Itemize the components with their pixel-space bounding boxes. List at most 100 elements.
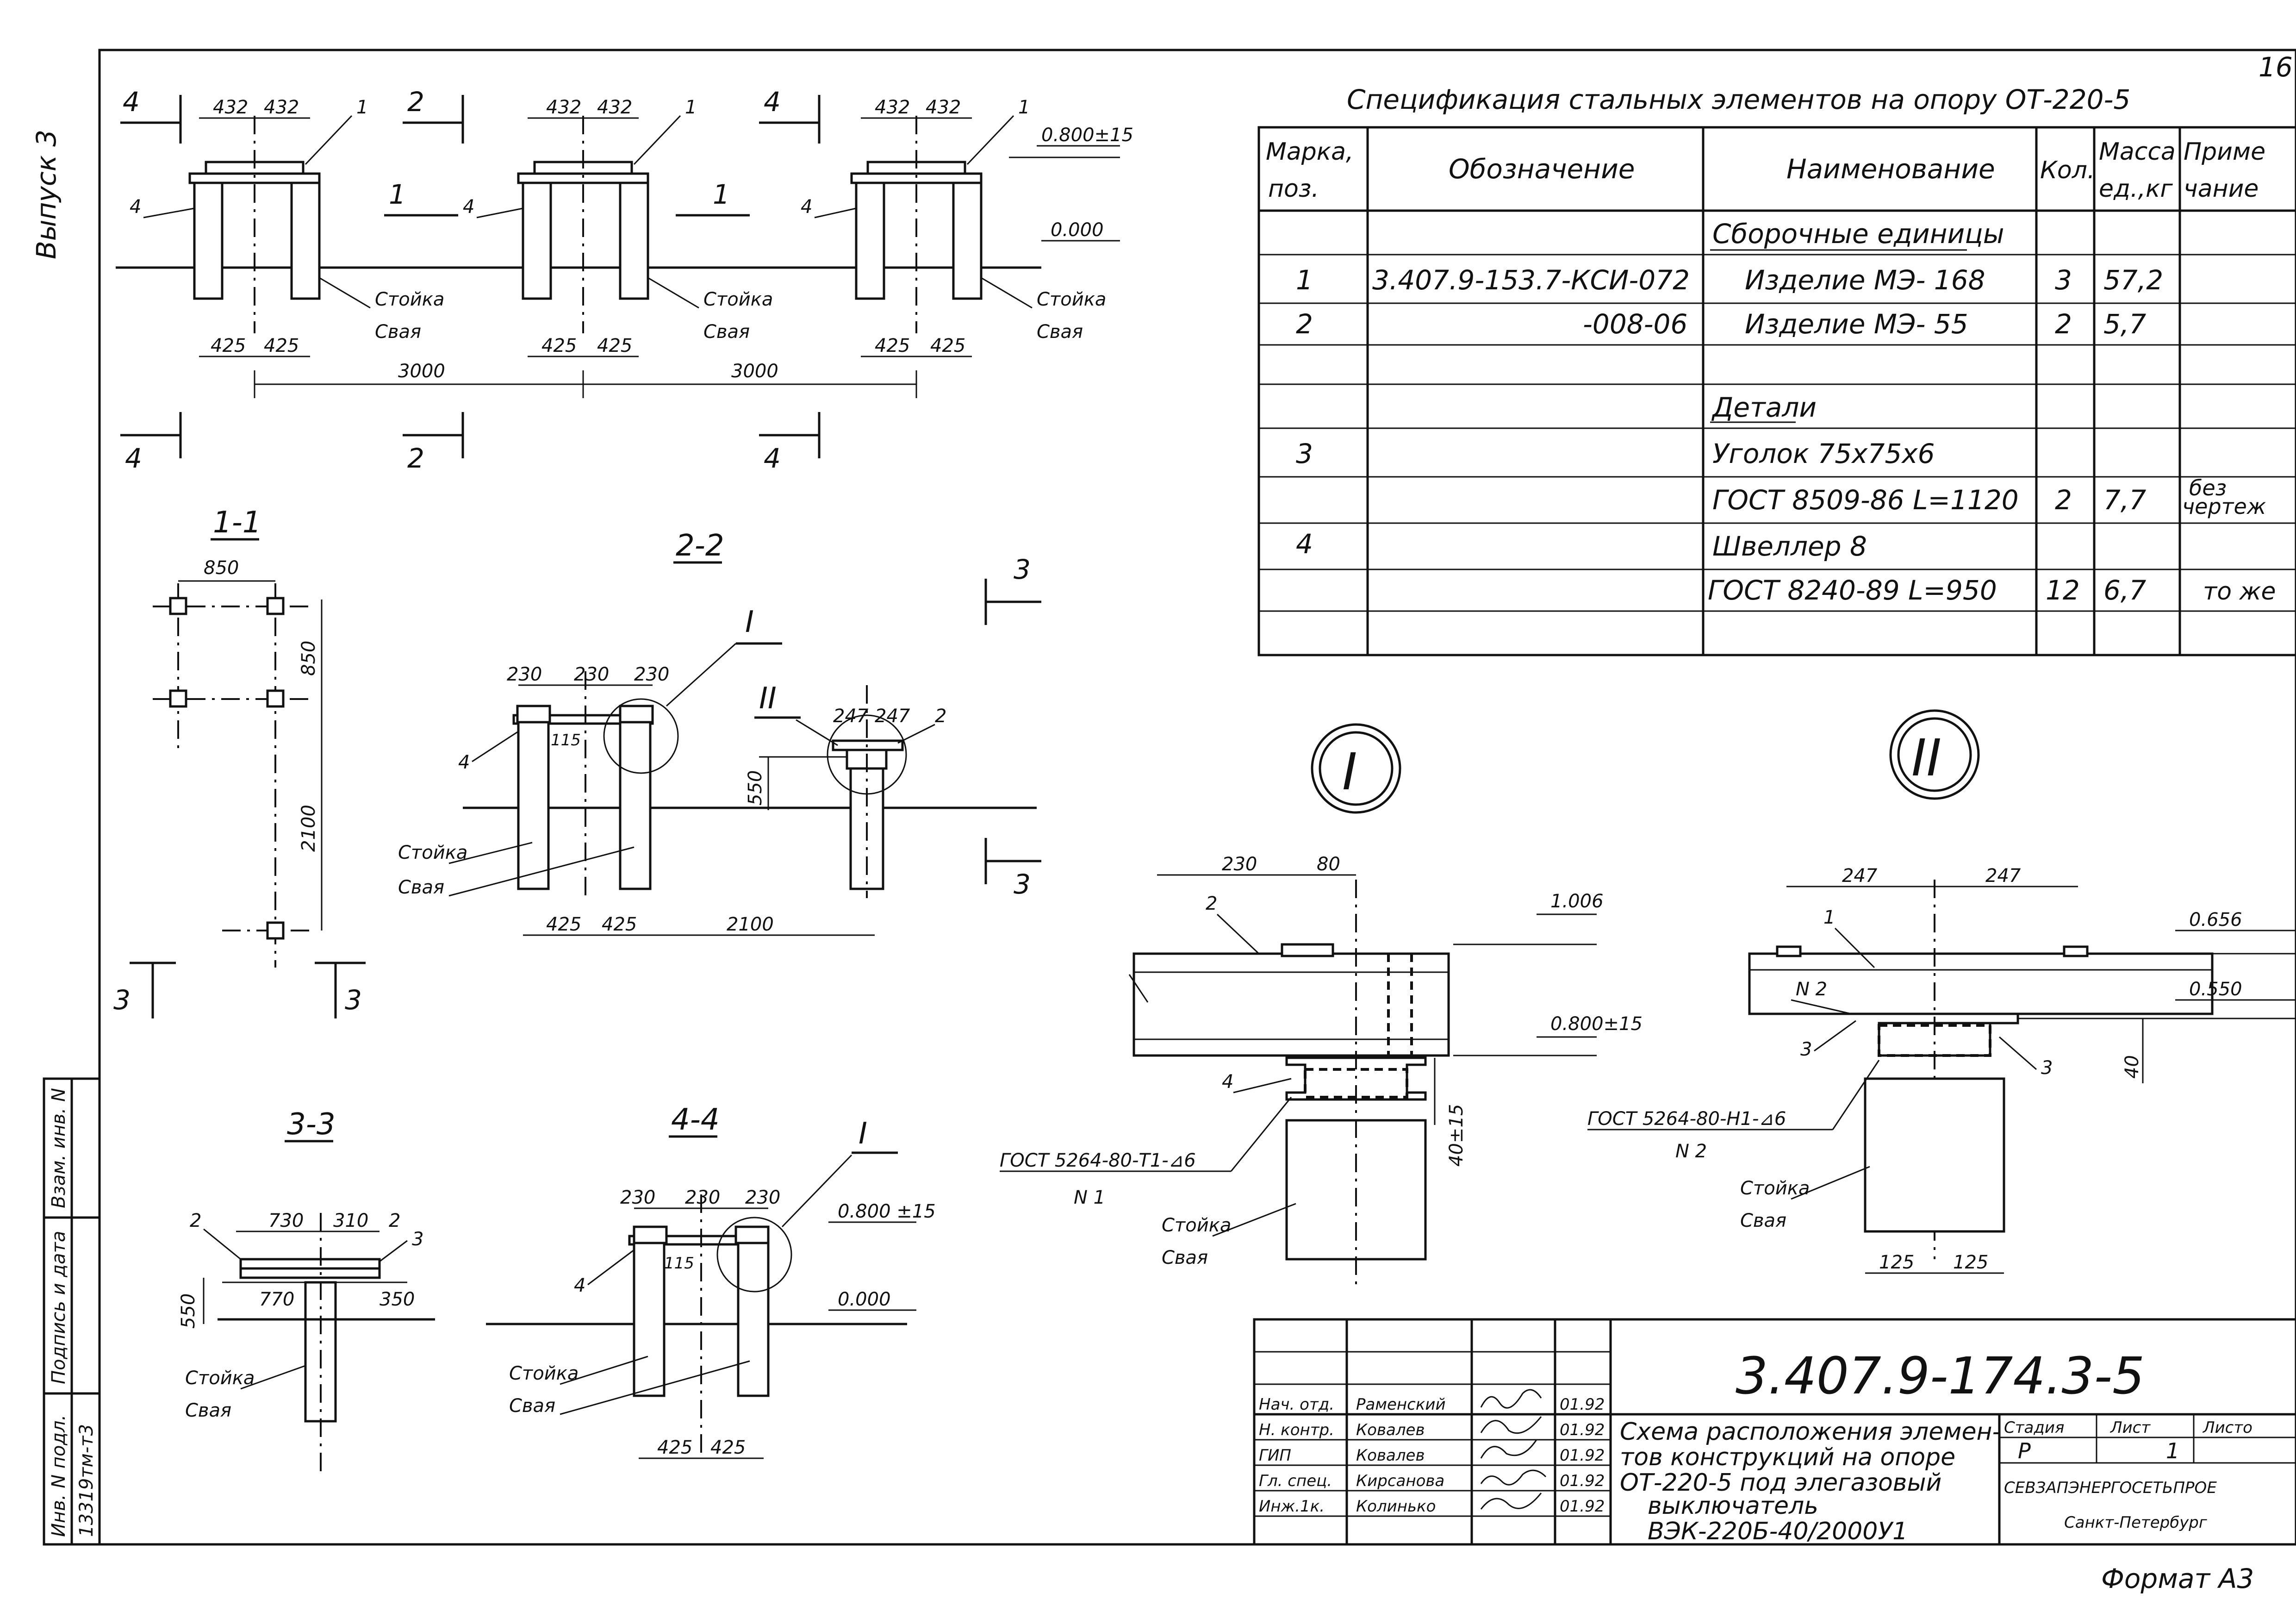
s44-dim-425a: 425 — [657, 1437, 692, 1458]
plan-dim-3000b: 3000 — [731, 361, 778, 382]
title-sheet-label: Лист — [2109, 1418, 2151, 1437]
spec-row-2-designation: -008-06 — [1583, 308, 1687, 340]
spec-header-qty: Кол. — [2040, 156, 2095, 184]
s44-mark-4: 4 — [574, 1275, 585, 1296]
signature-5 — [1480, 1493, 1542, 1510]
spec-row-8-qty: 12 — [2046, 575, 2080, 606]
spec-row-1-qty: 3 — [2055, 264, 2072, 296]
plan-label-stoika-3: Стойка — [1037, 289, 1106, 310]
s22-dim-425b: 425 — [602, 914, 637, 935]
node-I-weld-no: N 1 — [1074, 1187, 1105, 1208]
person-0-name: Раменский — [1356, 1395, 1446, 1414]
plan-dim-432b: 432 — [264, 97, 299, 118]
plan-unit-2: 432 432 425 425 1 4 Стойка Свая — [463, 97, 773, 357]
title-desc-1: Схема расположения элемен- — [1620, 1418, 2001, 1446]
person-1-date: 01.92 — [1560, 1421, 1605, 1439]
node-II-dim-125a: 125 — [1879, 1252, 1914, 1273]
plan-mark-1c: 1 — [1018, 97, 1030, 118]
title-sheets-label: Листо — [2202, 1418, 2252, 1437]
s33-label-svaya: Свая — [185, 1400, 231, 1421]
page-number: 16 — [2259, 51, 2293, 83]
person-2-role: ГИП — [1259, 1446, 1291, 1465]
person-4-role: Инж.1к. — [1259, 1497, 1325, 1516]
node-II-dim-247b: 247 — [1985, 865, 2021, 887]
title-desc-5: ВЭК-220Б-40/2000У1 — [1648, 1518, 1908, 1545]
s22-label-svaya: Свая — [398, 877, 444, 898]
s44-label-svaya: Свая — [509, 1395, 555, 1417]
spec-header-mass2: ед.,кг — [2099, 175, 2173, 203]
s22-dim-2100: 2100 — [727, 914, 774, 935]
s33-dim-350: 350 — [380, 1289, 415, 1310]
s22-dim-115: 115 — [551, 731, 581, 750]
node-II: II 247 247 1 N 2 0.656 0.550 40 3 3 ГОСТ… — [1587, 709, 2296, 1274]
s11-dim-2100: 2100 — [298, 805, 319, 852]
spec-row-1-mass: 57,2 — [2103, 264, 2163, 296]
person-1-role: Н. контр. — [1259, 1421, 1334, 1439]
s22-cut-3a: 3 — [1014, 554, 1031, 585]
node-II-dim-125b: 125 — [1953, 1252, 1988, 1273]
spec-row-6-note: без — [2189, 475, 2227, 500]
spec-row-8-name: ГОСТ 8240-89 L=950 — [1708, 575, 1997, 606]
s44-node-I: I — [859, 1117, 867, 1151]
s22-mark-4: 4 — [458, 752, 470, 773]
s22-dim-230b: 230 — [574, 664, 609, 685]
node-II-label-svaya: Свая — [1740, 1210, 1786, 1231]
s33-label-stoika: Стойка — [185, 1368, 255, 1389]
plan-unit-3: 432 432 425 425 1 4 Стойка Свая — [801, 97, 1106, 357]
spec-row-5-name: Уголок 75х75х6 — [1712, 438, 1935, 469]
plan-dim-432d: 432 — [597, 97, 632, 118]
spec-header-note2: чание — [2184, 175, 2259, 203]
person-3-date: 01.92 — [1560, 1472, 1605, 1490]
plan-dim-425c: 425 — [541, 335, 577, 356]
s22-dim-247a: 247 — [833, 706, 869, 727]
person-0-date: 01.92 — [1560, 1395, 1605, 1414]
node-I-elev-0800: 0.800±15 — [1550, 1013, 1643, 1035]
section-4-4: 4-4 230 230 230 115 I 0.800 ±15 0.000 4 … — [486, 1103, 936, 1459]
node-II-mark-1: 1 — [1823, 907, 1835, 928]
node-I: I 230 80 2 1.006 0.800±15 4 40±15 ГОСТ 5… — [1000, 723, 1643, 1287]
spec-row-4-name: Детали — [1711, 392, 1817, 423]
plan-label-stoika-1: Стойка — [375, 289, 444, 310]
spec-row-6-name: ГОСТ 8509-86 L=1120 — [1712, 484, 2019, 516]
plan-unit-1: 432 432 425 425 1 4 Стойка Свая — [130, 97, 444, 357]
spec-row-0-name: Сборочные единицы — [1712, 218, 2004, 250]
s33-mark-2a: 2 — [190, 1210, 201, 1231]
plan-dim-425b: 425 — [264, 335, 299, 356]
stamp-vzam: Взам. инв. N — [48, 1088, 69, 1208]
s22-dim-230c: 230 — [634, 664, 669, 685]
plan-mark-1: 1 — [356, 97, 368, 118]
spec-header-note: Приме — [2184, 138, 2265, 166]
signature-2 — [1480, 1416, 1542, 1434]
title-city: Санкт-Петербург — [2064, 1513, 2208, 1532]
s11-cut-3b: 3 — [345, 984, 362, 1016]
node-II-weld: ГОСТ 5264-80-Н1-⊿6 — [1587, 1108, 1786, 1130]
node-I-dim-40: 40±15 — [1446, 1104, 1467, 1167]
spec-row-2-mass: 5,7 — [2103, 308, 2146, 340]
spec-row-6-qty: 2 — [2055, 484, 2072, 516]
node-I-mark-4: 4 — [1222, 1071, 1233, 1093]
title-block: 3.407.9-174.3-5 Нач. отд. Раменский 01.9… — [1253, 1318, 2296, 1546]
spec-row-6-note2: чертеж — [2182, 494, 2266, 519]
issue-label: Выпуск 3 — [31, 130, 62, 259]
node-II-mark-3b: 3 — [2041, 1057, 2053, 1079]
spec-row-8-mass: 6,7 — [2103, 575, 2146, 606]
plan-dim-425d: 425 — [597, 335, 632, 356]
node-I-label-svaya: Свая — [1162, 1247, 1208, 1268]
plan-section-1b: 1 — [713, 179, 730, 210]
title-sheet-no: 1 — [2166, 1438, 2179, 1463]
stamp-inv-podl: Инв. N подл. — [48, 1415, 69, 1537]
s22-mark-2: 2 — [935, 706, 946, 727]
plan-dim-425: 425 — [211, 335, 246, 356]
plan-label-svaya-1: Свая — [375, 321, 421, 343]
title-stage-label: Стадия — [2004, 1418, 2064, 1437]
stamp-podpis: Подпись и дата — [48, 1231, 69, 1384]
spec-row-2-mark: 2 — [1296, 308, 1313, 340]
spec-header-designation: Обозначение — [1449, 153, 1635, 185]
spec-header-mass: Масса — [2099, 138, 2176, 166]
node-I-label-stoika: Стойка — [1162, 1215, 1231, 1236]
spec-header-mark2: поз. — [1268, 175, 1319, 203]
s22-dim-230a: 230 — [507, 664, 542, 685]
spec-title: Спецификация стальных элементов на опору… — [1347, 84, 2130, 115]
stamp-inv-value: 13319тм-т3 — [76, 1424, 97, 1537]
plan-mark-1b: 1 — [685, 97, 697, 118]
